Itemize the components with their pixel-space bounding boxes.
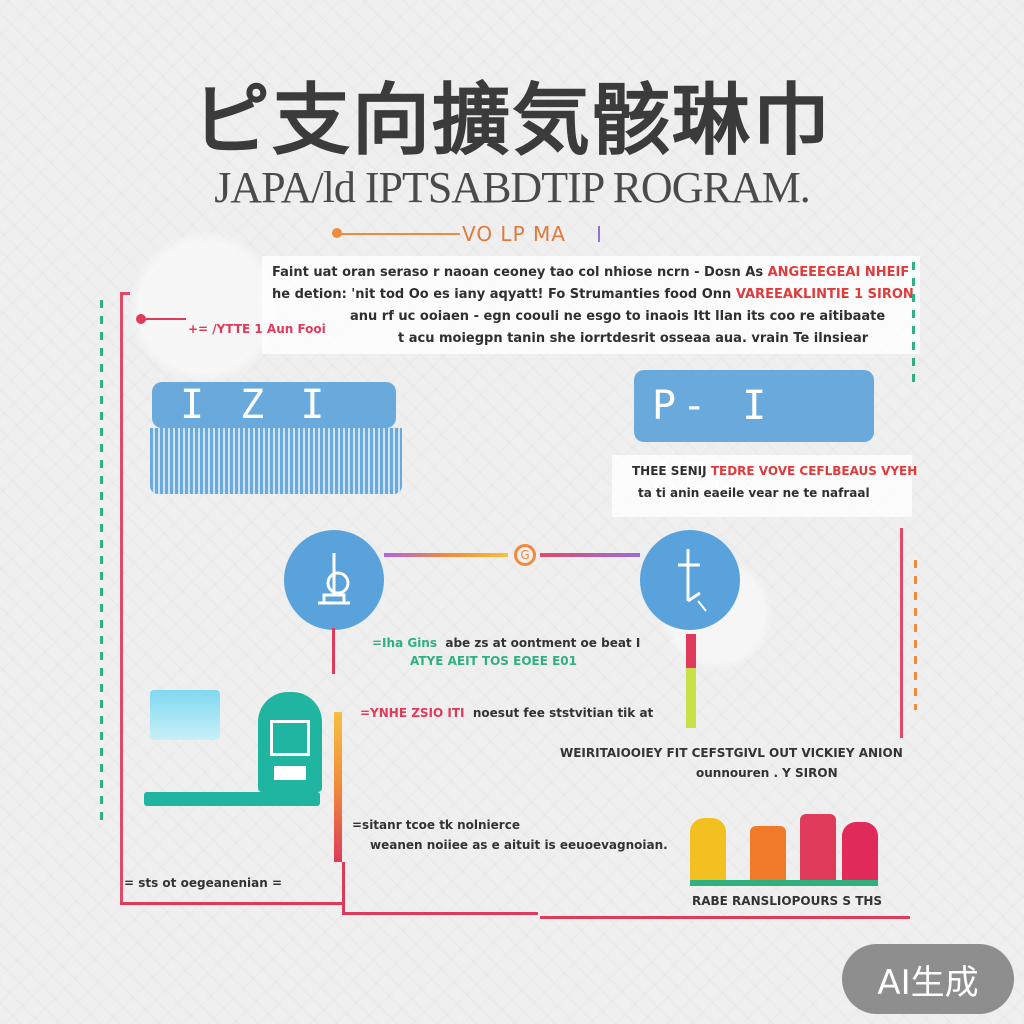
connector-node: G: [514, 544, 536, 566]
lower-caption-4: WEIRITAIOOIEY FIT CEFSTGIVL OUT VICKIEY …: [560, 746, 903, 760]
lower-caption-7: weanen noiiee as e aituit is eeuoevagnoi…: [370, 838, 668, 852]
side-node-dot: [136, 314, 146, 324]
right-dashed-line: [912, 262, 915, 382]
building-door: [274, 766, 306, 780]
lower-vertical-bar: [334, 712, 342, 862]
intro-panel: [262, 256, 920, 354]
side-label: += /YTTE 1 Aun Fooi: [188, 322, 326, 336]
side-node-line: [146, 318, 186, 320]
right-caption-panel: [612, 455, 912, 517]
tag-tick: [598, 226, 600, 242]
right-circle-stem-yellow: [686, 668, 696, 728]
ai-generated-badge: AI生成: [842, 944, 1014, 1014]
lower-caption-5: ounnouren . Y SIRON: [696, 766, 838, 780]
bottom-middle-line: [342, 912, 538, 915]
left-frame-top-tick: [120, 292, 130, 295]
middle-caption-1: =Iha Gins abe zs at oontment oe beat I: [372, 636, 641, 650]
left-box-header: I Z I: [152, 382, 396, 428]
left-dashed-line: [100, 300, 103, 820]
building-window: [270, 720, 310, 756]
left-box-label: I Z I: [180, 382, 331, 428]
intro-line-4: t acu moiegpn tanin she iorrtdesrit osse…: [398, 331, 869, 346]
skyline-bar-crimson: [842, 822, 878, 886]
intro-line-2: he detion: 'nit tod Oo es iany aqyatt! F…: [272, 287, 914, 302]
lower-vertical-stem: [342, 862, 345, 912]
tag-label: VO LP MA: [462, 222, 566, 246]
intro-line-1: Faint uat oran seraso r naoan ceoney tao…: [272, 265, 910, 280]
right-frame-line: [900, 528, 903, 738]
lower-caption-6: =sitanr tcoe tk nolnierce: [352, 818, 520, 832]
antenna-icon: [678, 549, 707, 612]
tag-line: [338, 233, 460, 235]
lower-caption-3: =YNHE ZSIO ITI noesut fee ststvitian tik…: [360, 706, 654, 720]
left-circle-node: [284, 530, 384, 630]
right-caption-line-1: THEE SENIJ TEDRE VOVE CEFLBEAUS VYEH: [632, 464, 918, 478]
right-box: P- I AED: [634, 370, 874, 501]
right-circle-stem-red: [686, 634, 696, 668]
skyline-base: [690, 880, 878, 886]
right-circle-node: [640, 530, 740, 630]
connector-left: [384, 553, 508, 557]
skyline-bar-yellow: [690, 818, 726, 886]
skyline-bar-red: [800, 814, 836, 886]
left-circle-stem: [332, 628, 335, 674]
left-box-body: [150, 428, 402, 494]
right-caption-line-2: ta ti anin eaeile vear ne te nafraal: [638, 486, 870, 500]
tag-dot: [332, 228, 342, 238]
skyline-bar-orange: [750, 826, 786, 886]
building-icon: [258, 692, 322, 792]
bottom-right-line: [540, 916, 910, 919]
lower-caption-9: RABE RANSLIOPOURS S THS: [692, 894, 883, 908]
building-base: [144, 792, 320, 806]
connector-right: [540, 553, 640, 557]
middle-caption-2: ATYE AEIT TOS EOEE E01: [410, 654, 577, 668]
lower-left-image: [150, 690, 220, 740]
tower-icon: [318, 553, 350, 605]
right-orange-dashed: [914, 560, 917, 710]
page-title: ピ支向擴気骸琳巾: [191, 76, 832, 166]
page-subtitle: JAPA/ld IPTSABDTIP ROGRAM.: [214, 163, 810, 212]
left-frame-line: [120, 292, 123, 902]
intro-line-3: anu rf uc ooiaen - egn coouli ne esgo to…: [350, 309, 886, 324]
lower-caption-8: = sts ot oegeanenian =: [124, 876, 283, 890]
bottom-left-line: [120, 902, 342, 905]
